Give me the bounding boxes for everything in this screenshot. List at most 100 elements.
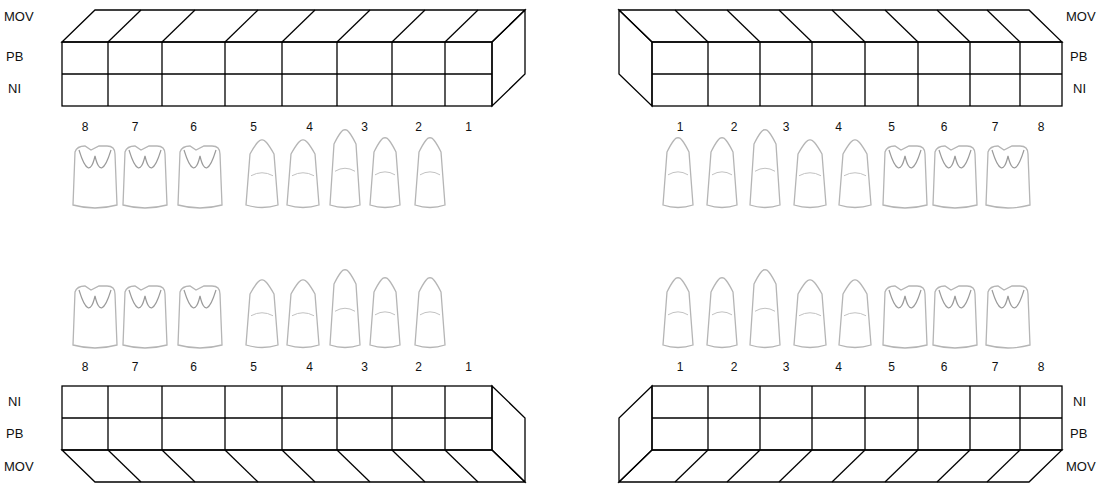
tooth-cervical-line [889, 290, 921, 308]
table-frame [62, 386, 492, 450]
table-column-line [391, 386, 392, 450]
table-column-line [1019, 42, 1020, 106]
tooth-outline [370, 278, 400, 348]
tooth-outline [750, 130, 780, 208]
mobility-divider [392, 450, 425, 482]
table-column-line [969, 42, 970, 106]
table-row-line [652, 417, 1062, 418]
table-frame [652, 42, 1062, 106]
tooth-cervical-line [129, 150, 161, 168]
tooth-outline [415, 278, 445, 348]
tooth-outline [246, 280, 278, 348]
table-column-line [281, 386, 282, 450]
mobility-divider [445, 10, 478, 42]
tooth-number: 8 [1038, 361, 1045, 373]
tooth-cervical-line [755, 168, 775, 171]
table-column-line [107, 42, 108, 106]
tooth-cervical-line [420, 172, 440, 175]
tooth-number: 5 [888, 121, 895, 133]
tooth-outline [246, 140, 278, 208]
tooth-cervical-line [335, 168, 355, 171]
tooth-cervical-line [184, 150, 216, 168]
mobility-divider [392, 10, 425, 42]
tooth-number: 5 [250, 361, 257, 373]
table-column-line [864, 386, 865, 450]
tooth-cervical-line [939, 150, 971, 168]
tooth-outline [73, 286, 117, 348]
tooth-outline [415, 138, 445, 208]
mobility-divider [779, 10, 812, 42]
tooth-number: 2 [415, 121, 422, 133]
row-label: PB [1070, 427, 1087, 440]
tooth-number: 8 [1038, 121, 1045, 133]
mobility-divider [937, 450, 970, 482]
tooth-number: 4 [835, 361, 842, 373]
table-frame [652, 386, 1062, 450]
table-column-line [759, 386, 760, 450]
row-label: NI [1073, 82, 1086, 95]
tooth-cervical-line [712, 172, 732, 175]
table-column-line [161, 42, 162, 106]
tooth-cervical-line [889, 150, 921, 168]
tooth-cervical-line [79, 290, 111, 308]
tooth-outline [933, 286, 977, 348]
mobility-divider [162, 450, 195, 482]
table-column-line [759, 42, 760, 106]
mobility-divider [832, 10, 865, 42]
tooth-cervical-line [844, 173, 866, 176]
table-column-line [107, 386, 108, 450]
tooth-number: 2 [731, 361, 738, 373]
tooth-number: 1 [465, 361, 472, 373]
row-label: MOV [4, 460, 34, 473]
table-row-line [62, 417, 492, 418]
mobility-divider [282, 10, 315, 42]
mobility-divider [225, 450, 258, 482]
mobility-divider [337, 10, 370, 42]
tooth-outline [370, 138, 400, 208]
table-column-line [917, 386, 918, 450]
mobility-divider [987, 450, 1020, 482]
tooth-outline [794, 280, 826, 348]
tooth-number: 1 [677, 121, 684, 133]
tooth-outline [986, 286, 1030, 348]
table-side-face [492, 386, 525, 482]
tooth-cervical-line [992, 150, 1024, 168]
tooth-number: 8 [82, 361, 89, 373]
tooth-number: 6 [941, 121, 948, 133]
tooth-cervical-line [939, 290, 971, 308]
tooth-cervical-line [292, 313, 314, 316]
mobility-divider [727, 10, 760, 42]
table-row-line [652, 73, 1062, 74]
mobility-face [619, 10, 1062, 42]
row-label: PB [6, 50, 23, 63]
tooth-number: 3 [361, 361, 368, 373]
tooth-cervical-line [420, 312, 440, 315]
table-column-line [444, 386, 445, 450]
table-column-line [864, 42, 865, 106]
tooth-number: 7 [992, 121, 999, 133]
table-column-line [224, 386, 225, 450]
tooth-cervical-line [668, 172, 688, 175]
mobility-divider [832, 450, 865, 482]
tooth-cervical-line [184, 290, 216, 308]
tooth-number: 5 [888, 361, 895, 373]
row-label: PB [1070, 50, 1087, 63]
mobility-divider [675, 10, 708, 42]
row-label: NI [8, 82, 21, 95]
tooth-number: 4 [306, 121, 313, 133]
table-row-line [62, 73, 492, 74]
tooth-outline [73, 146, 117, 208]
tooth-number: 1 [465, 121, 472, 133]
tooth-outline [794, 140, 826, 208]
tooth-cervical-line [992, 290, 1024, 308]
mobility-divider [675, 450, 708, 482]
table-frame [62, 42, 492, 106]
tooth-outline [750, 270, 780, 348]
mobility-face [62, 450, 525, 482]
tooth-cervical-line [335, 308, 355, 311]
tooth-number: 8 [82, 121, 89, 133]
tooth-number: 5 [250, 121, 257, 133]
table-column-line [969, 386, 970, 450]
mobility-divider [727, 450, 760, 482]
table-column-line [707, 386, 708, 450]
